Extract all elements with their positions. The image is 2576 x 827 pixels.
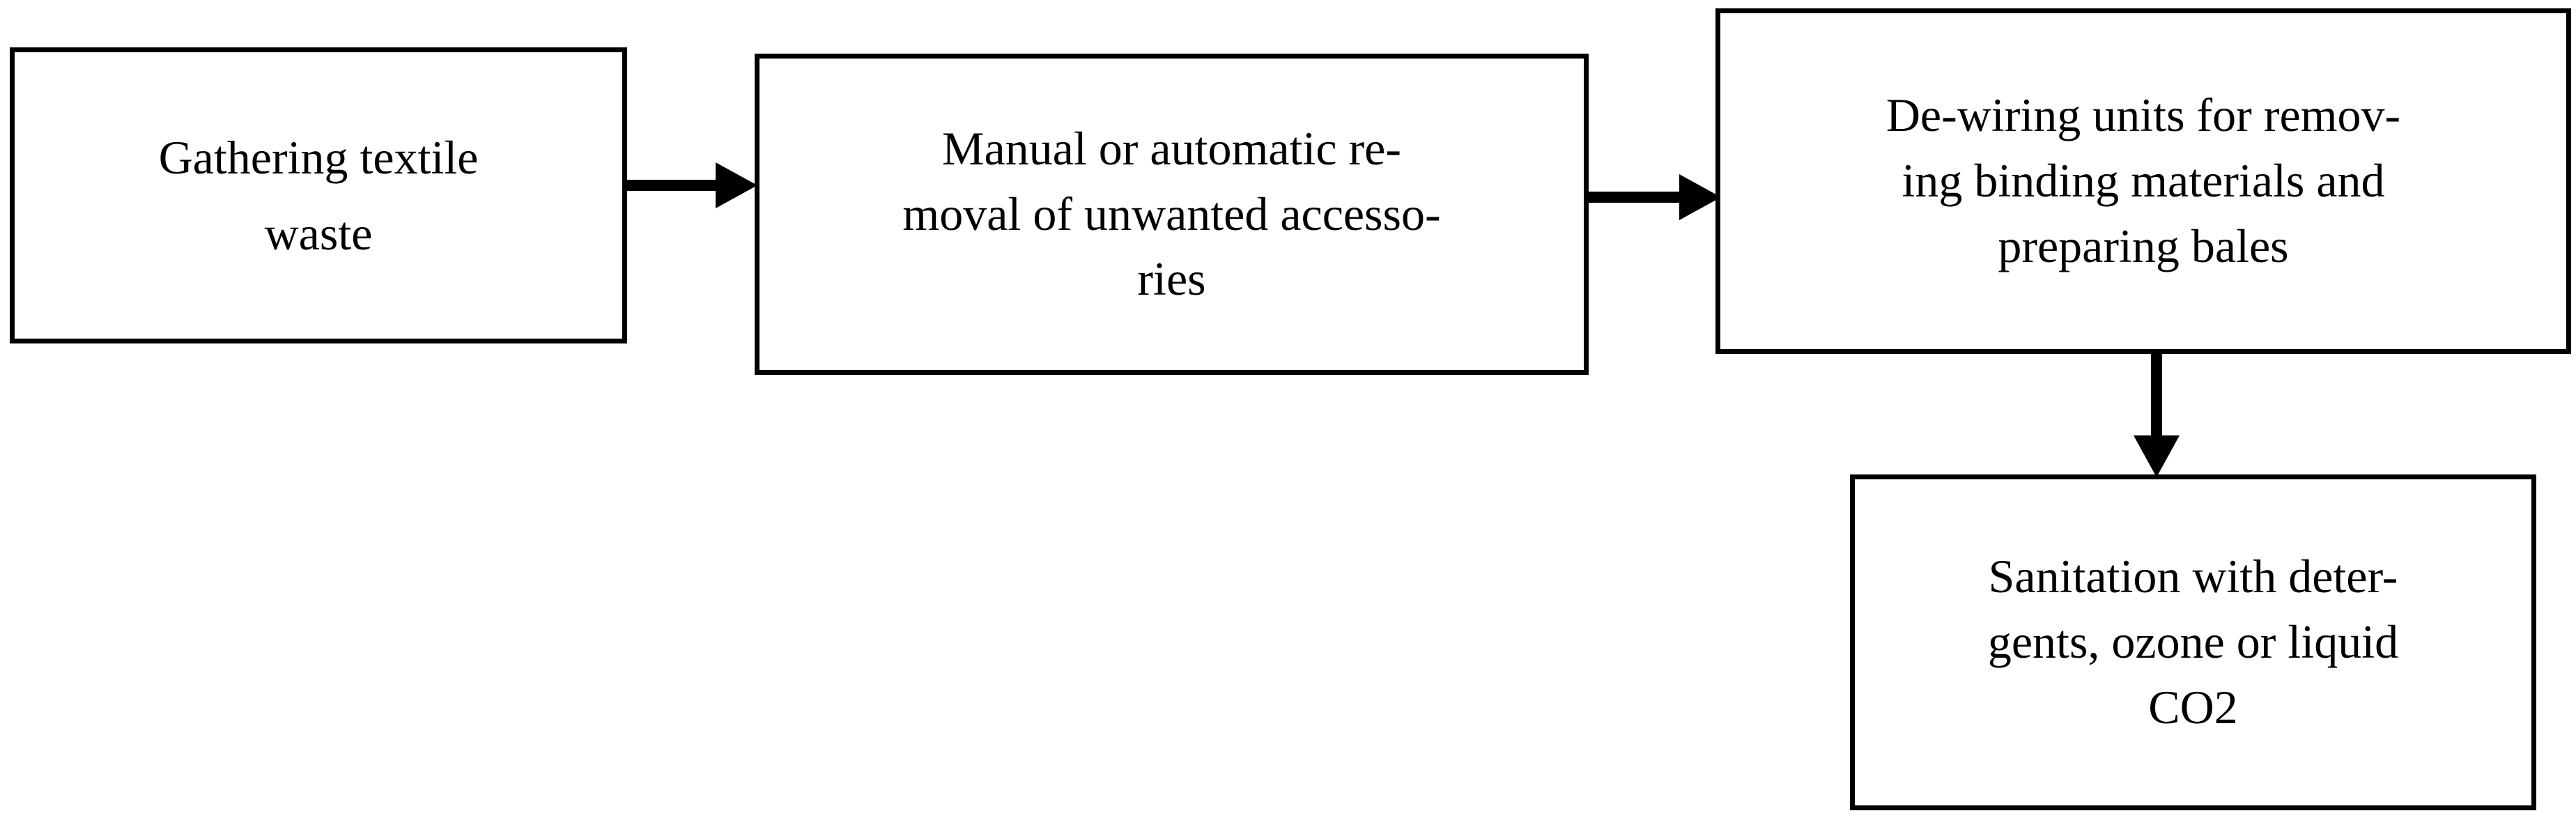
arrow-head-down-icon xyxy=(2134,435,2180,477)
flow-node-label: Manual or automatic re- moval of unwante… xyxy=(902,121,1441,306)
flow-node-de-wiring-units[interactable]: De-wiring units for remov- ing binding m… xyxy=(1715,8,2571,354)
flow-node-sanitation[interactable]: Sanitation with deter- gents, ozone or l… xyxy=(1850,474,2536,810)
flow-node-manual-or-automatic-removal[interactable]: Manual or automatic re- moval of unwante… xyxy=(755,54,1589,375)
arrow-shaft xyxy=(622,180,720,191)
arrow-head-right-icon xyxy=(1679,174,1721,220)
flow-node-gathering-textile-waste[interactable]: Gathering textile waste xyxy=(10,47,627,343)
arrow-shaft xyxy=(1584,192,1683,203)
arrow-head-right-icon xyxy=(716,162,757,208)
flow-node-label: De-wiring units for remov- ing binding m… xyxy=(1885,88,2401,272)
flow-node-label: Sanitation with deter- gents, ozone or l… xyxy=(1987,550,2399,734)
flow-node-label: Gathering textile waste xyxy=(158,130,479,260)
arrow-shaft xyxy=(2151,352,2162,440)
